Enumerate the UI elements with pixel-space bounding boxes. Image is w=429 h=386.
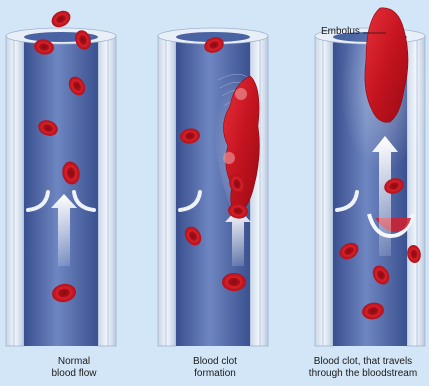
embolus-label: Embolus	[321, 26, 360, 37]
caption-clot-formation: Blood clot formation	[140, 356, 290, 380]
caption-line: through the bloodstream	[288, 368, 429, 380]
caption-line: Blood clot	[140, 356, 290, 368]
caption-normal-blood-flow: Normal blood flow	[0, 356, 149, 380]
caption-line: blood flow	[0, 368, 149, 380]
caption-line: formation	[140, 368, 290, 380]
caption-line: Normal	[0, 356, 149, 368]
caption-traveling-clot: Blood clot, that travels through the blo…	[288, 356, 429, 380]
caption-line: Blood clot, that travels	[288, 356, 429, 368]
